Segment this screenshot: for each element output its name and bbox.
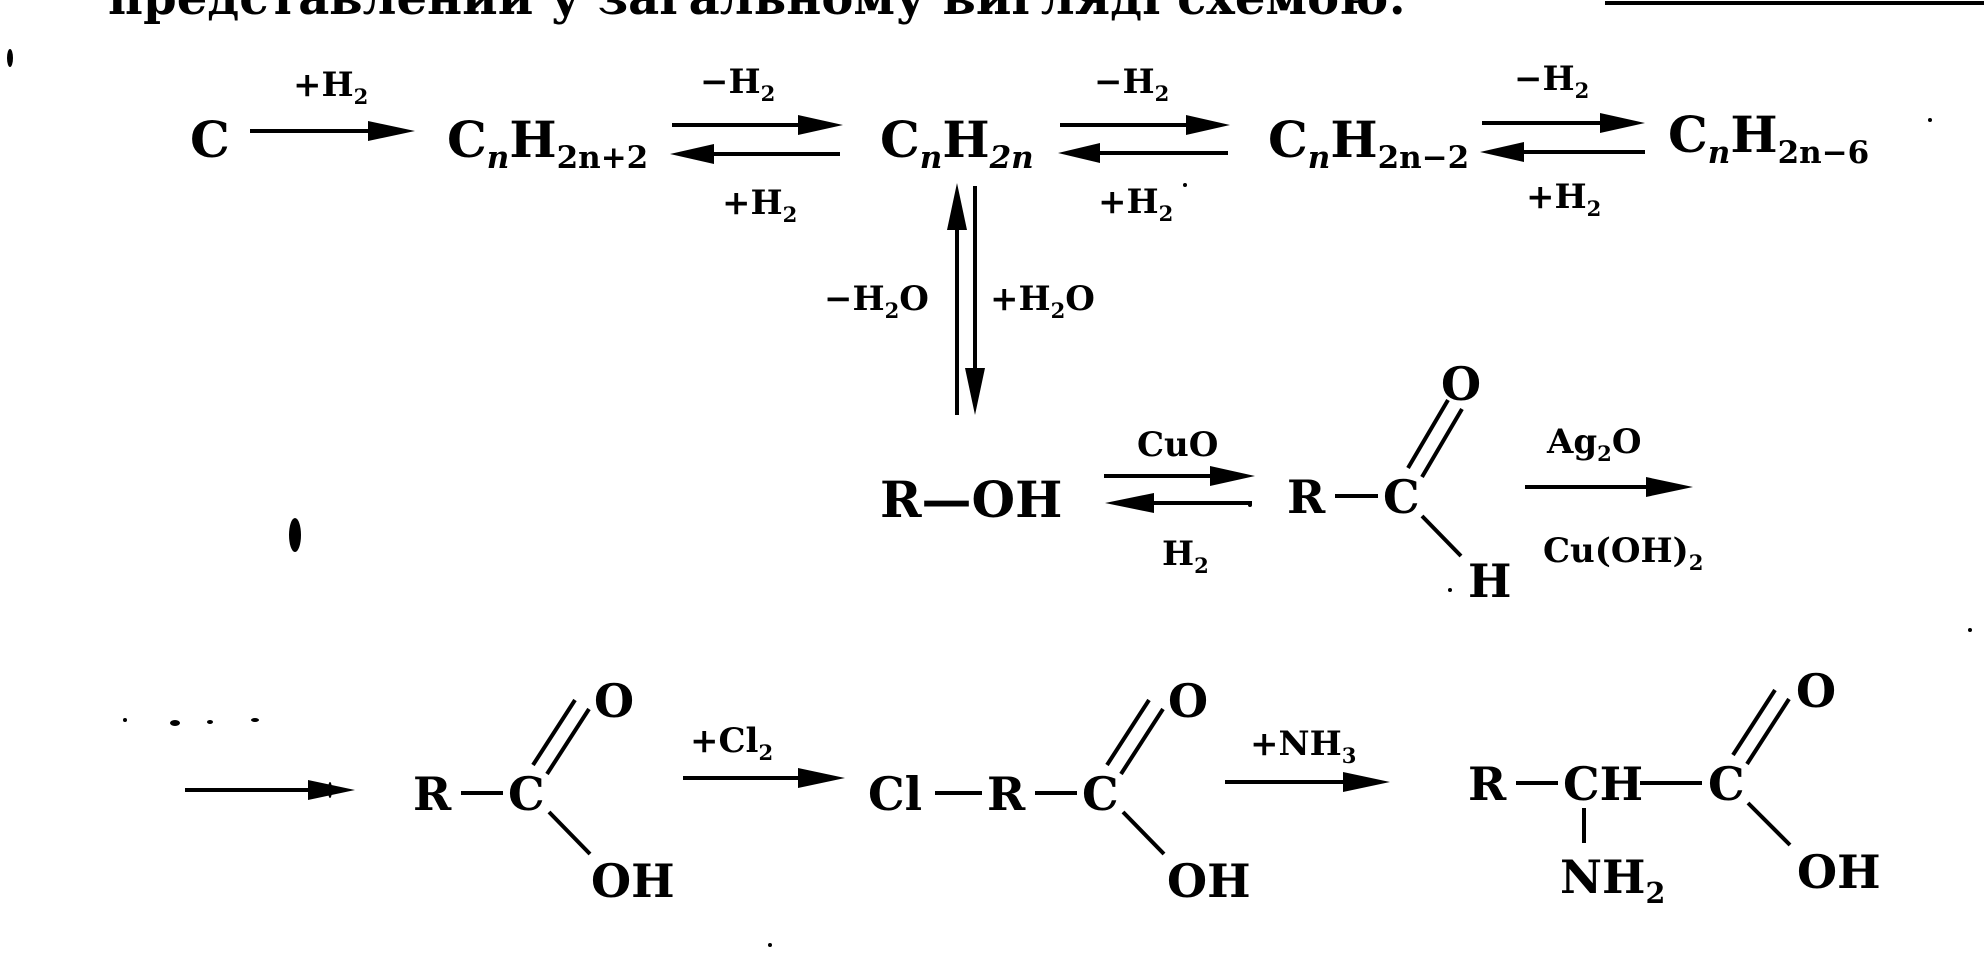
speck <box>289 518 301 552</box>
speck <box>1448 588 1452 592</box>
speck <box>1183 183 1187 187</box>
aminoacid-o: O <box>1796 664 1836 718</box>
arrow-chlorination-head <box>798 768 845 788</box>
aldehyde-c: C <box>1383 470 1420 524</box>
acid-double-bond-1 <box>531 698 577 767</box>
chloroacid-c: C <box>1082 767 1119 821</box>
acid-oh: OH <box>591 854 675 908</box>
chloroacid-o: O <box>1168 674 1208 728</box>
chloroacid-bond-coh <box>1121 810 1166 856</box>
scan-noise <box>7 49 1972 947</box>
cond-eq3-bottom: +H2 <box>1526 177 1601 221</box>
cond-eq3-top: −H2 <box>1514 59 1589 103</box>
aminoacid-c: C <box>1708 757 1745 811</box>
aldehyde-r: R <box>1287 470 1326 524</box>
acid-o: O <box>594 674 634 728</box>
chloroacid-double-bond-1 <box>1105 698 1151 767</box>
aldehyde-double-bond-2 <box>1420 407 1464 479</box>
acid-r: R <box>413 767 452 821</box>
cond-cl2: +Cl2 <box>690 721 773 765</box>
acid-double-bond-2 <box>545 707 591 776</box>
carbon-formula: C <box>190 110 230 169</box>
cond-h2-reduction: H2 <box>1162 534 1209 578</box>
aminoacid-double-bond-2 <box>1745 697 1791 766</box>
speck <box>207 720 213 724</box>
cond-eq2-bottom: +H2 <box>1098 182 1173 226</box>
eq3-back-head <box>1480 142 1524 162</box>
speck <box>123 718 127 722</box>
aldehyde-h: H <box>1468 554 1511 608</box>
aminoacid-ch: CH <box>1563 757 1643 811</box>
chloroacid-cl: Cl <box>868 767 922 821</box>
chloroacid-double-bond-2 <box>1119 707 1165 776</box>
vert-down-arrow-head <box>965 368 985 415</box>
cond-cuo: CuO <box>1137 425 1218 465</box>
speck <box>7 49 13 67</box>
eq2-forward-head <box>1186 115 1230 135</box>
speck <box>328 782 332 798</box>
aminoacid-r: R <box>1468 757 1507 811</box>
cond-eq2-top: −H2 <box>1094 62 1169 106</box>
cond-cuoh2: Cu(OH)2 <box>1543 531 1703 575</box>
alkyne-formula: CnH2n−2 <box>1268 110 1469 176</box>
eq4-forward-head <box>1210 466 1255 486</box>
speck <box>1248 503 1252 507</box>
speck <box>170 720 180 726</box>
chloroacid-r: R <box>987 767 1026 821</box>
cond-c-alkane: +H2 <box>293 65 368 109</box>
vert-up-arrow-head <box>947 183 967 230</box>
header-text: представлений у загальному вигляді схемо… <box>108 0 1406 26</box>
aminoacid-nh2: NH2 <box>1560 850 1665 910</box>
eq1-forward-head <box>798 115 843 135</box>
acid-bond-coh <box>547 810 592 856</box>
aldehyde-double-bond-1 <box>1406 398 1450 470</box>
eq3-forward-head <box>1600 113 1645 133</box>
cond-plus-h2o: +H2O <box>990 279 1095 323</box>
aminoacid-oh: OH <box>1797 845 1881 899</box>
arrow-amination-head <box>1343 772 1390 792</box>
arrow-c-to-alkane-head <box>368 121 415 141</box>
alkene-formula: CnH2n <box>880 110 1034 176</box>
chloroacid-oh: OH <box>1167 854 1251 908</box>
cond-ag2o: Ag2O <box>1546 422 1641 466</box>
eq2-back-head <box>1058 143 1100 163</box>
cond-nh3: +NH3 <box>1250 724 1356 768</box>
aldehyde-o: O <box>1441 357 1481 411</box>
speck <box>1968 628 1972 632</box>
cond-eq1-bottom: +H2 <box>722 183 797 227</box>
aminoacid-double-bond-1 <box>1731 688 1777 757</box>
speck <box>1928 118 1932 122</box>
speck <box>768 943 772 947</box>
cond-minus-h2o: −H2O <box>824 279 929 323</box>
speck <box>251 718 259 722</box>
eq1-back-head <box>670 144 714 164</box>
alcohol-formula: R—OH <box>880 470 1062 529</box>
aldehyde-bond-ch <box>1420 514 1463 558</box>
arene-formula: CnH2n−6 <box>1668 105 1869 171</box>
arrow-oxidation-head <box>1646 477 1693 497</box>
aminoacid-bond-coh <box>1746 801 1792 847</box>
eq4-back-head <box>1105 493 1154 513</box>
alkane-formula: CnH2n+2 <box>447 110 648 176</box>
cond-eq1-top: −H2 <box>700 62 775 106</box>
acid-c: C <box>508 767 545 821</box>
